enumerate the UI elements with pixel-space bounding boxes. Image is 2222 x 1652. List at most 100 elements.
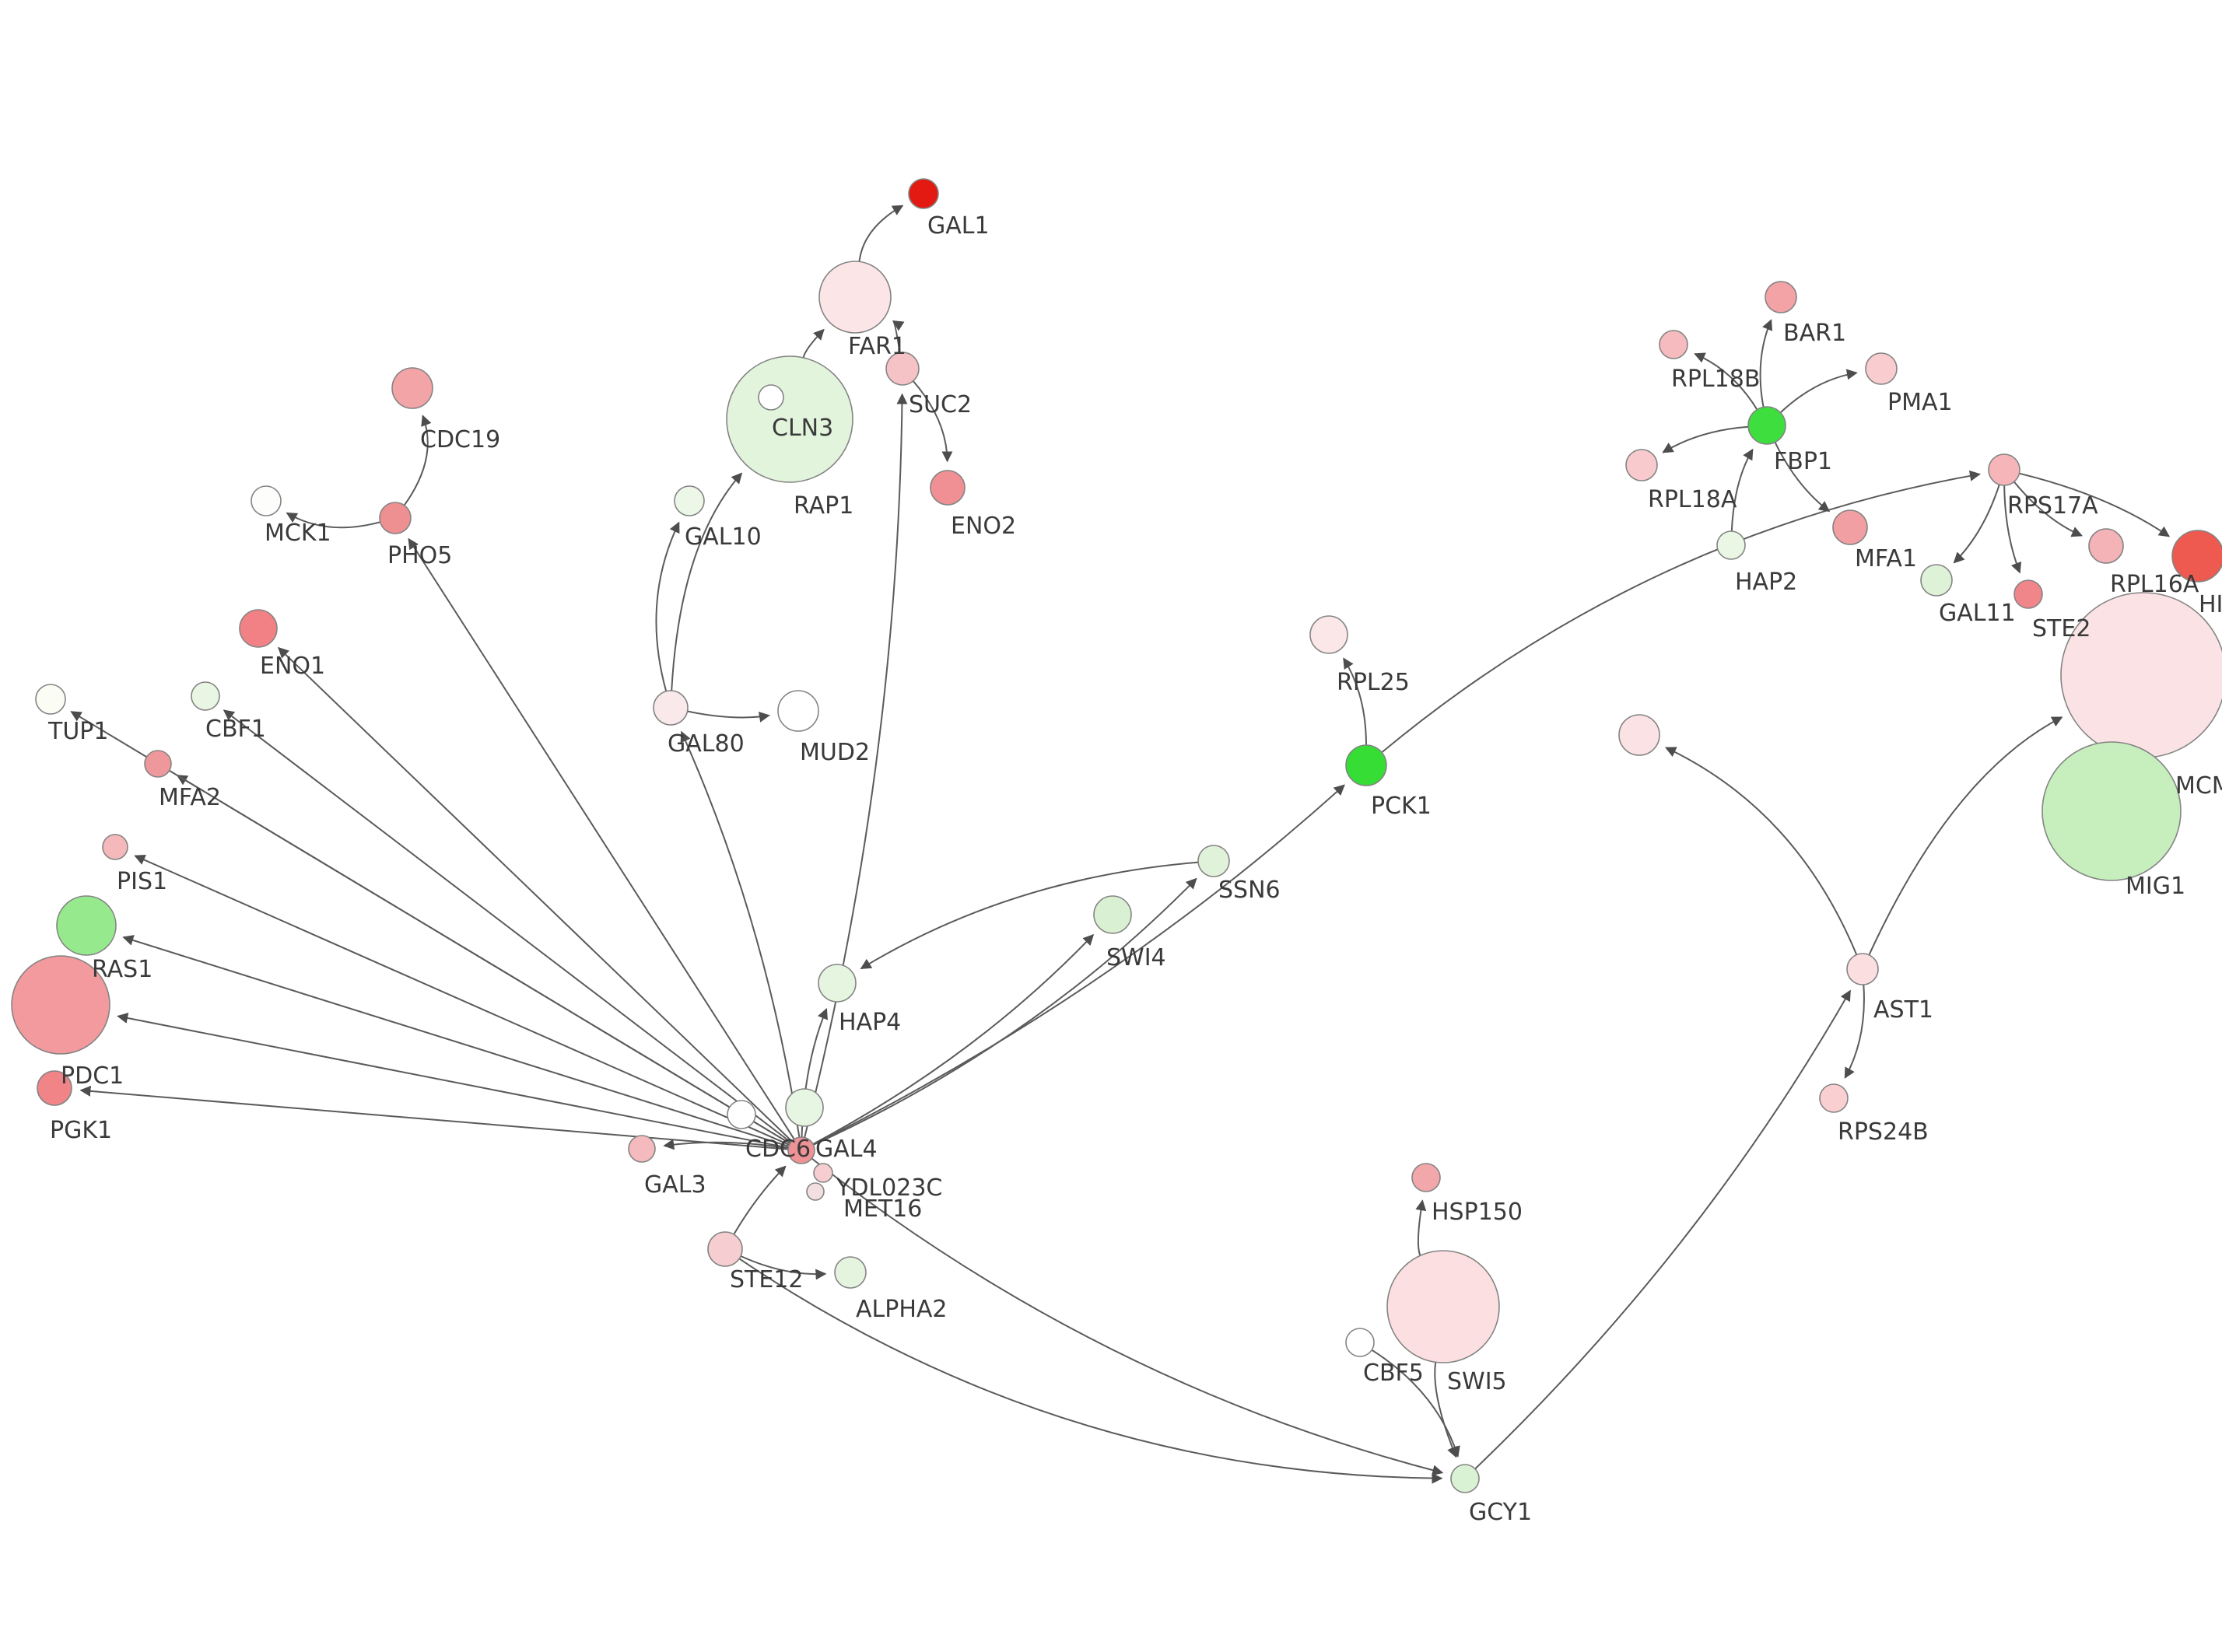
edge-GAL80-CLN3[interactable] [671,472,743,691]
edge-STE12-ALPHA2[interactable] [740,1255,827,1280]
node-BAR1[interactable] [1765,281,1797,313]
edge-GAL80-MUD2[interactable] [687,710,770,723]
node-SWI4[interactable] [1093,895,1132,934]
edge-PHO5-MCK1[interactable] [286,512,380,529]
node-CDC19[interactable] [391,367,433,409]
edge-PHO5-CDC19[interactable] [403,415,432,506]
node-MFA2[interactable] [144,750,172,778]
edge-SUC2-FAR1[interactable] [892,320,905,353]
node-MFA1[interactable] [1832,509,1868,545]
node-MIG1[interactable] [2042,741,2182,881]
node-PDC1[interactable] [11,955,110,1055]
edge-PCK1-RPL25[interactable] [1343,657,1367,746]
node-GAL4[interactable] [787,1136,815,1164]
edge-GAL4-RAS1[interactable] [122,935,790,1147]
node-RAP1[interactable] [758,384,784,411]
node-PGK1[interactable] [37,1070,72,1106]
node-RPS17A[interactable] [1988,453,2020,486]
edge-CLN3-FAR1[interactable] [802,328,825,359]
node-node1[interactable] [785,1088,824,1127]
edge-CBF5-GCY1[interactable] [1371,1349,1460,1458]
edge-FBP1-RPL18B[interactable] [1694,352,1758,411]
edge-FBP1-RPL18A[interactable] [1662,425,1749,453]
node-HIS4[interactable] [2171,530,2222,583]
node-PMA1[interactable] [1865,352,1898,385]
node-TUP1[interactable] [35,684,66,715]
node-HAP2[interactable] [1716,530,1746,560]
edge-GAL4-GAL3[interactable] [663,1139,789,1150]
node-SWI5[interactable] [1386,1250,1500,1363]
node-ALPHA2[interactable] [834,1256,867,1289]
edge-GAL4-ENO1[interactable] [277,646,793,1142]
edge-GAL4-GCY1[interactable] [811,1157,1444,1476]
node-RPL16A[interactable] [2088,528,2124,564]
node-ENO1[interactable] [239,609,278,648]
edge-FBP1-MFA1[interactable] [1774,442,1831,513]
edge-PCK1-RPS17A[interactable] [1381,470,1981,754]
node-CBF1[interactable] [191,681,220,711]
edge-RPS17A-STE2[interactable] [2003,485,2022,574]
node-GAL1[interactable] [908,178,939,209]
edge-STE12-GCY1[interactable] [738,1258,1443,1484]
edge-GAL80-GAL10[interactable] [655,521,680,692]
node-SUC2[interactable] [885,352,920,386]
edge-GAL4-TUP1[interactable] [70,711,790,1145]
edge-GAL4-PGK1[interactable] [79,1085,789,1150]
node-RAS1[interactable] [56,895,117,956]
edge-SWI5-HSP150[interactable] [1415,1199,1427,1256]
node-HSP150[interactable] [1411,1163,1441,1192]
edge-GAL4-SWI4[interactable] [812,933,1095,1145]
edge-AST1-RPS24B[interactable] [1844,984,1865,1079]
node-CLN3[interactable] [726,355,853,483]
edge-SUC2-ENO2[interactable] [912,380,953,463]
edge-GAL4-PHO5[interactable] [408,537,795,1140]
edge-RPS17A-RPL16A[interactable] [2013,481,2083,537]
edge-HAP2-FBP1[interactable] [1730,448,1754,532]
node-RPL18A[interactable] [1625,449,1658,481]
edge-SSN6-HAP4[interactable] [860,861,1199,970]
node-GAL10[interactable] [674,485,705,516]
node-SSN6[interactable] [1197,845,1230,877]
node-CDC6[interactable] [727,1100,756,1129]
edge-AST1-node2[interactable] [1665,747,1858,955]
node-FBP1[interactable] [1747,406,1786,445]
node-GAL11[interactable] [1920,564,1953,597]
node-MUD2[interactable] [777,690,819,732]
node-node2[interactable] [1618,714,1660,756]
edge-RPS17A-GAL11[interactable] [1953,484,2000,564]
node-GCY1[interactable] [1450,1464,1480,1493]
node-ENO2[interactable] [930,470,966,506]
node-CBF5[interactable] [1345,1328,1375,1357]
edge-GAL4-SUC2[interactable] [804,393,908,1138]
node-PIS1[interactable] [102,834,128,860]
edge-GCY1-AST1[interactable] [1474,989,1851,1470]
node-STE2[interactable] [2013,579,2043,609]
node-RPL25[interactable] [1309,615,1348,654]
edge-FBP1-PMA1[interactable] [1779,369,1858,414]
edge-SWI5-GCY1[interactable] [1434,1362,1458,1458]
node-PHO5[interactable] [379,502,412,534]
node-MCK1[interactable] [251,485,282,516]
edge-STE12-GAL4[interactable] [733,1165,787,1235]
edge-FAR1-GAL1[interactable] [858,205,904,262]
node-STE12[interactable] [707,1231,743,1267]
node-RPS24B[interactable] [1819,1083,1849,1113]
edge-GAL4-GAL80[interactable] [680,730,801,1138]
node-PCK1[interactable] [1345,744,1387,786]
node-YDL023C[interactable] [813,1163,833,1183]
node-FAR1[interactable] [818,261,892,334]
node-HAP4[interactable] [818,964,857,1003]
edge-GAL4-SSN6[interactable] [813,877,1197,1146]
edge-GAL4-CBF1[interactable] [223,709,792,1143]
node-AST1[interactable] [1846,953,1879,985]
edge-FBP1-BAR1[interactable] [1759,319,1773,408]
edge-RPS17A-HIS4[interactable] [2019,472,2171,537]
node-GAL3[interactable] [628,1135,656,1163]
edge-GAL4-PCK1[interactable] [812,784,1345,1146]
node-MET16[interactable] [806,1182,825,1201]
node-GAL80[interactable] [653,690,689,726]
edge-GAL4-PIS1[interactable] [134,854,790,1146]
edge-AST1-MCM1[interactable] [1868,716,2063,956]
edge-GAL4-PDC1[interactable] [117,1013,789,1149]
